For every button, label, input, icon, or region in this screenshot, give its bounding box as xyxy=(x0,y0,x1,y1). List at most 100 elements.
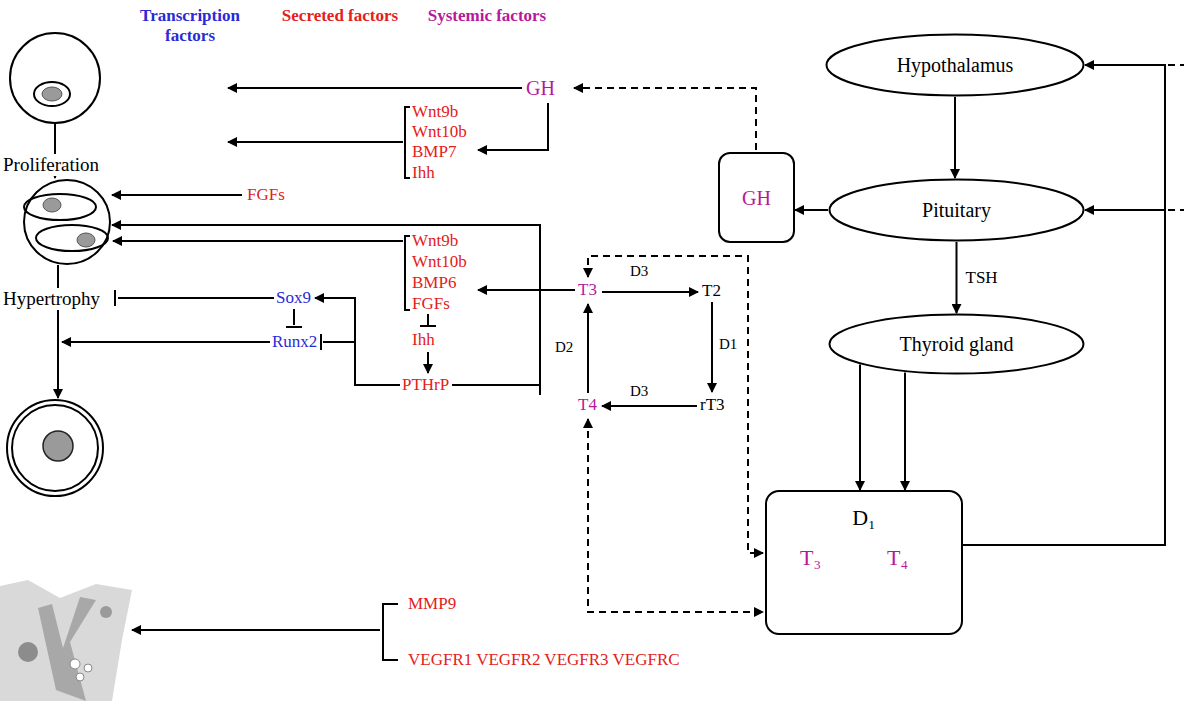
bone-illustration xyxy=(0,580,132,701)
factor-label: Sox9 xyxy=(276,288,311,308)
bone-illustration-part xyxy=(0,580,132,701)
factor-label: rT3 xyxy=(700,395,725,415)
pathway-arrows-part xyxy=(118,297,274,299)
connector-arrow xyxy=(963,65,1165,545)
column-heading: Transcription factors xyxy=(130,6,250,46)
bone-illustration-part xyxy=(84,664,92,672)
factor-label: T4 xyxy=(578,395,597,415)
factor-label: D3 xyxy=(630,382,648,400)
bone-illustration-part xyxy=(76,673,84,681)
pathway-arrows-part xyxy=(320,334,322,350)
connector-arrow xyxy=(795,209,828,211)
factor-label: Ihh xyxy=(412,163,435,183)
factor-label: D1 xyxy=(719,335,737,353)
factor-label: D3 xyxy=(630,262,648,280)
connector-arrow xyxy=(963,210,1165,545)
pathway-arrows-part xyxy=(478,103,548,150)
dashed-arrows-part xyxy=(1168,64,1184,66)
factor-label: Hypertrophy xyxy=(3,288,100,310)
factor-label: FGFs xyxy=(412,294,450,314)
pathway-arrows-part xyxy=(112,194,242,196)
pathway-arrows-part xyxy=(286,326,302,328)
node-label: GH xyxy=(742,186,771,210)
factor-label: Runx2 xyxy=(272,332,317,352)
factor-label: Wnt9b xyxy=(412,102,458,122)
pathway-arrows-part xyxy=(315,298,400,385)
cell-nuclei-part xyxy=(43,431,73,461)
connector-arrow xyxy=(904,372,906,490)
pathway-arrows-part xyxy=(452,384,540,386)
chondrocyte-cells-part xyxy=(7,400,103,496)
edge-label: TSH xyxy=(966,268,998,288)
dashed-arrows-part xyxy=(588,419,763,612)
dashed-arrows-part xyxy=(574,88,756,150)
factor-label: Wnt10b xyxy=(412,252,467,272)
pathway-arrows-part xyxy=(112,225,540,385)
pathway-arrows xyxy=(55,88,882,660)
node-label: T₃ xyxy=(800,546,821,570)
bone-illustration-part xyxy=(70,659,80,669)
factor-label: BMP7 xyxy=(412,142,456,162)
factor-label: PTHrP xyxy=(402,375,449,395)
bone-illustration-part xyxy=(18,642,38,662)
chondrocyte-cells-part xyxy=(24,194,96,220)
pathway-arrows-part xyxy=(383,604,398,660)
pathway-arrows-part xyxy=(427,352,429,373)
bone-illustration-part xyxy=(38,597,96,701)
chondrocyte-cells-part xyxy=(12,405,98,491)
rounded-box: D₁ T₃ T₄ xyxy=(765,490,963,635)
pathway-arrows-part xyxy=(114,290,116,306)
cell-nuclei xyxy=(42,87,95,461)
factor-label: GH xyxy=(526,77,555,99)
cell-nuclei-part xyxy=(77,233,95,247)
pathway-arrows-part xyxy=(587,304,589,393)
pathway-arrows-part xyxy=(405,236,410,310)
factor-label: MMP9 xyxy=(408,594,456,614)
pathway-arrows-part xyxy=(405,107,410,178)
factor-label: BMP6 xyxy=(412,273,456,293)
chondrocyte-cells xyxy=(7,33,110,496)
connector-arrow xyxy=(954,97,956,178)
pathway-arrows-part xyxy=(113,240,403,242)
pathway-arrows-part xyxy=(711,302,713,392)
factor-label: FGFs xyxy=(247,185,285,205)
pathway-arrows-part xyxy=(420,325,436,327)
cell-nuclei-part xyxy=(42,87,62,101)
ellipse-shape xyxy=(830,315,1084,374)
node-label: Pituitary xyxy=(922,198,991,222)
factor-label: Ihh xyxy=(412,330,435,350)
factor-label: VEGFR1 VEGFR2 VEGFR3 VEGFRC xyxy=(408,650,680,670)
factor-label: Wnt9b xyxy=(412,231,458,251)
pathway-arrows-part xyxy=(323,341,355,343)
pathway-arrows-part xyxy=(62,341,270,343)
pathway-arrows-part xyxy=(228,87,522,89)
pathway-arrows-part xyxy=(57,265,59,398)
ellipse-node: Pituitary xyxy=(828,178,1085,242)
factor-label: Proliferation xyxy=(3,154,99,176)
ellipse-shape xyxy=(827,35,1084,96)
factor-label: D2 xyxy=(555,338,573,356)
pathway-arrows-part xyxy=(293,309,295,325)
cell-nuclei-part xyxy=(43,198,61,212)
factor-label: T2 xyxy=(702,281,721,301)
factor-label: Wnt10b xyxy=(412,122,467,142)
factor-label: T3 xyxy=(578,280,597,300)
rounded-box: GH xyxy=(718,152,795,243)
pathway-arrows-part xyxy=(228,141,403,143)
bone-illustration-part xyxy=(100,606,112,618)
node-label: D₁ xyxy=(767,506,961,530)
column-heading: Systemic factors xyxy=(427,6,547,26)
ellipse-shape xyxy=(830,180,1084,241)
connector-arrow xyxy=(859,365,861,491)
chondrocyte-cells-part xyxy=(34,82,70,106)
chondrocyte-cells-part xyxy=(24,180,110,264)
chondrocyte-cells-part xyxy=(10,33,100,123)
dashed-arrows-part xyxy=(588,256,763,553)
pathway-arrows-part xyxy=(132,629,380,631)
pathway-arrows-part xyxy=(602,291,698,293)
chondrocyte-cells-part xyxy=(36,225,108,251)
node-label: T₄ xyxy=(887,546,908,570)
node-label: Thyroid gland xyxy=(900,332,1014,356)
connector-arrow xyxy=(956,242,958,313)
